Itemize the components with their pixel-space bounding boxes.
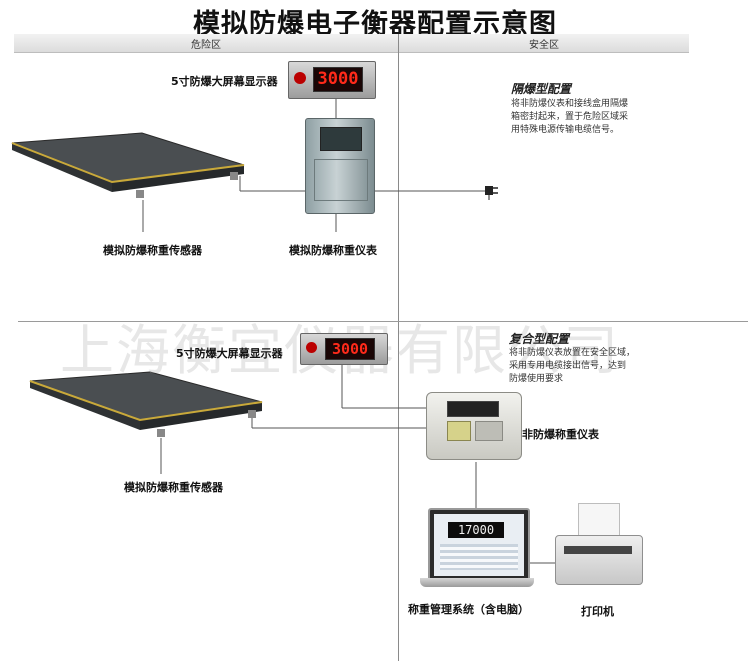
section-divider: [18, 321, 748, 322]
laptop-computer: 17000: [428, 508, 530, 582]
bottom-note-body: 将非防爆仪表放置在安全区域， 采用专用电缆接出信号，达到 防爆使用要求: [509, 347, 635, 386]
laptop-weight-readout: 17000: [448, 522, 504, 538]
bottom-display-readout: 3000: [325, 338, 375, 360]
hazard-zone-bar: [14, 34, 398, 53]
keypad-icon: [447, 421, 471, 441]
bottom-indicator-label: 非防爆称重仪表: [522, 428, 599, 441]
top-sensor-label: 模拟防爆称重传感器: [103, 244, 202, 257]
bottom-note-line: 将非防爆仪表放置在安全区域，: [509, 348, 636, 358]
bottom-note-line: 采用专用电缆接出信号，达到: [509, 361, 627, 371]
top-note-title: 隔爆型配置: [511, 82, 572, 96]
top-indicator-label: 模拟防爆称重仪表: [289, 244, 377, 257]
top-note-body: 将非防爆仪表和接线盒用隔爆 箱密封起来，置于危险区域采 用特殊电源传输电缆信号。: [511, 98, 628, 137]
laptop-screen: 17000: [434, 514, 524, 576]
top-display-readout: 3000: [313, 67, 363, 92]
top-note-line: 用特殊电源传输电缆信号。: [511, 125, 620, 135]
dot-matrix-printer: [555, 535, 643, 585]
software-table: [440, 544, 518, 570]
indicator-lamp-icon: [306, 342, 317, 353]
bottom-sensor-label: 模拟防爆称重传感器: [124, 481, 223, 494]
printer-label: 打印机: [581, 605, 614, 618]
box-panel: [314, 159, 368, 201]
top-large-display: 3000: [288, 61, 376, 99]
laptop-label: 称重管理系统（含电脑）: [408, 603, 529, 616]
bottom-note-title: 复合型配置: [509, 332, 570, 346]
platform-scale-top: [11, 132, 245, 198]
printer-slot-icon: [475, 421, 503, 441]
top-display-label: 5寸防爆大屏幕显示器: [171, 75, 278, 88]
power-plug-icon: [485, 186, 498, 200]
hazard-zone-label: 危险区: [191, 40, 221, 51]
box-window: [320, 127, 362, 151]
zone-divider: [398, 34, 399, 661]
indicator-lamp-icon: [294, 72, 306, 84]
bottom-large-display: 3000: [300, 333, 388, 365]
printer-paper-icon: [578, 503, 620, 541]
non-explosion-proof-indicator: [426, 392, 522, 460]
bottom-note-line: 防爆使用要求: [509, 374, 564, 384]
top-note-line: 将非防爆仪表和接线盒用隔爆: [511, 99, 629, 109]
bottom-display-label: 5寸防爆大屏幕显示器: [176, 347, 283, 360]
indicator-screen: [447, 401, 499, 417]
explosion-proof-indicator-box: [305, 118, 375, 214]
top-note-line: 箱密封起来，置于危险区域采: [511, 112, 629, 122]
printer-slot: [564, 546, 632, 554]
laptop-base: [420, 578, 534, 587]
safe-zone-label: 安全区: [529, 40, 559, 51]
safe-zone-bar: [399, 34, 689, 53]
platform-scale-bottom: [29, 371, 263, 437]
